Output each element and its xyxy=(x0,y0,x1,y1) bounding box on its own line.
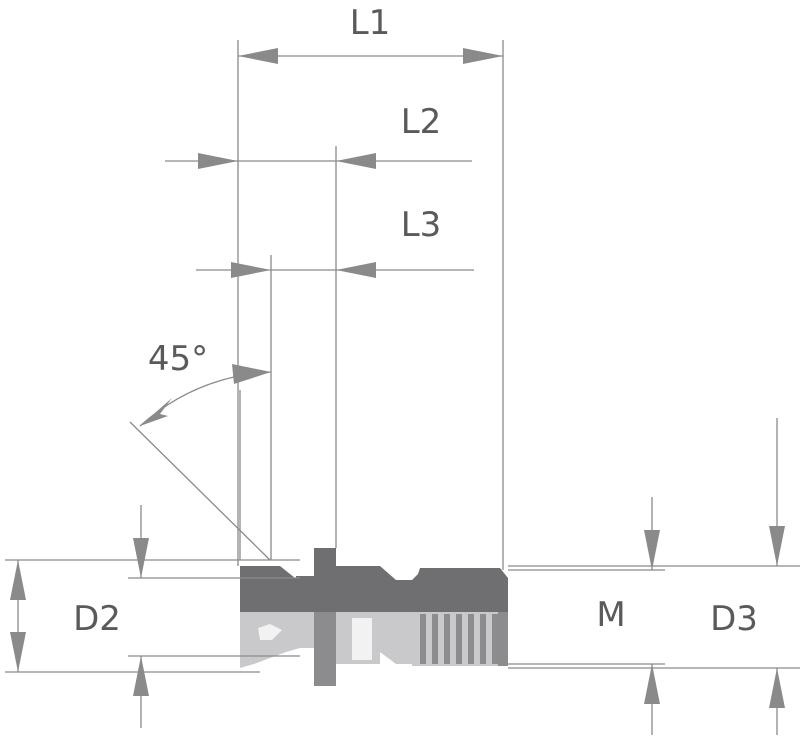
label-l3: L3 xyxy=(401,205,442,245)
dimension-m: M xyxy=(596,497,660,735)
label-d2: D2 xyxy=(73,599,121,639)
arrowhead xyxy=(133,538,149,578)
dimension-l2: L2 xyxy=(165,102,472,169)
arrowhead xyxy=(198,153,238,169)
label-l2: L2 xyxy=(401,102,442,142)
label-d3: D3 xyxy=(710,599,758,639)
arrowhead xyxy=(644,530,660,570)
arrowhead xyxy=(769,668,785,708)
arrowhead xyxy=(463,48,503,64)
label-angle: 45° xyxy=(148,339,208,379)
arrowhead xyxy=(644,664,660,704)
pull-stud-part xyxy=(240,548,508,686)
arrowhead xyxy=(231,262,271,278)
arrowhead xyxy=(336,262,376,278)
arrowhead xyxy=(133,656,149,696)
label-l1: L1 xyxy=(350,3,391,43)
dimension-outer-left xyxy=(10,560,26,672)
extension-lines xyxy=(5,40,800,673)
arrowhead xyxy=(769,526,785,566)
arrowhead xyxy=(336,153,376,169)
arrowhead xyxy=(140,398,172,426)
label-m: M xyxy=(596,595,625,635)
dimension-l1: L1 xyxy=(238,3,503,64)
dimension-l3: L3 xyxy=(196,205,474,278)
arrowhead xyxy=(232,364,271,384)
dimension-angle: 45° xyxy=(139,339,272,427)
arrowhead xyxy=(10,560,26,600)
arrowhead xyxy=(10,632,26,672)
arrowhead xyxy=(238,48,278,64)
dimension-d2: D2 xyxy=(73,505,149,728)
dimension-d3: D3 xyxy=(710,418,785,735)
